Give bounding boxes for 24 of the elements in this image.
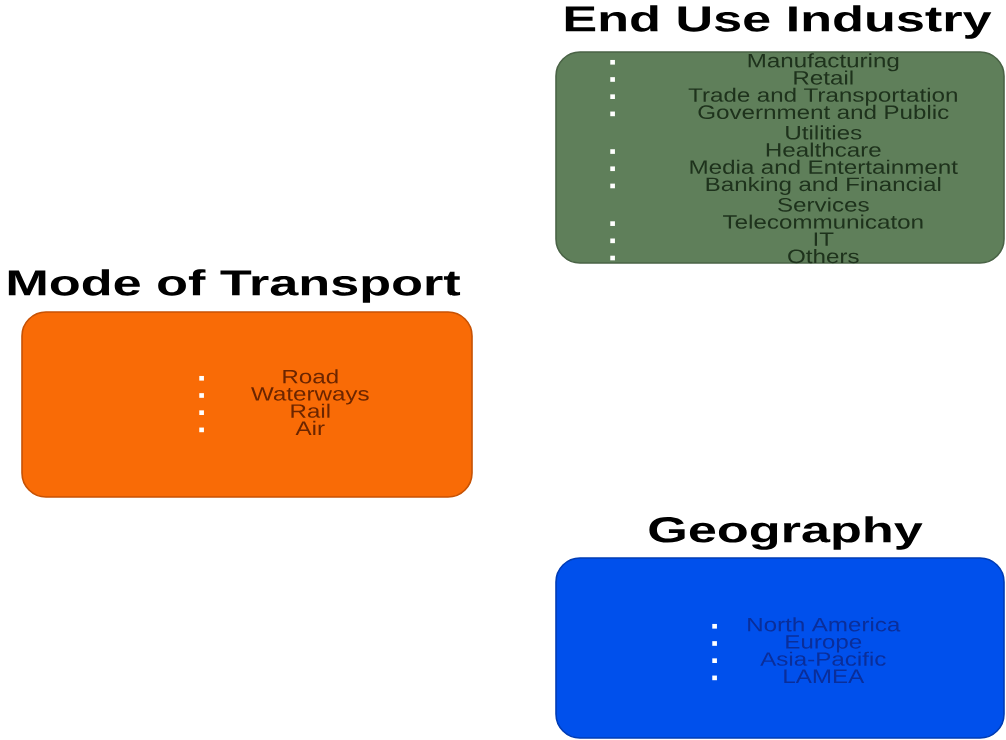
- node-label: North America: [748, 617, 901, 632]
- node-label: LAMEA: [784, 669, 865, 683]
- node-label: Europe: [786, 635, 862, 653]
- node-label: Road: [283, 369, 338, 384]
- node-label: Asia-Pacific: [760, 651, 886, 666]
- heading: End Use Industry: [565, 5, 992, 39]
- node-label: Rail: [291, 403, 330, 418]
- node-label: Retail: [794, 70, 853, 85]
- heading: Geography: [649, 516, 923, 550]
- node-label: Telecommunicaton: [723, 214, 923, 229]
- node-label: Government and Public Utilities: [698, 104, 949, 140]
- heading: Mode of Transport: [8, 269, 461, 303]
- node-label: Banking and Financial Services: [706, 176, 941, 212]
- category-box: North America Europe Asia-Pacific LAMEA: [555, 557, 1005, 739]
- category-box: Road Waterways Rail Air: [21, 311, 473, 498]
- node-label: IT: [814, 232, 834, 246]
- node-label: Manufacturing: [748, 53, 899, 72]
- node-label: Media and Entertainment: [690, 159, 958, 174]
- node-label: Air: [295, 420, 325, 435]
- node-label: Waterways: [251, 387, 369, 405]
- node-label: Healthcare: [766, 142, 881, 157]
- node-label: Trade and Transportation: [688, 87, 957, 106]
- node-label: Others: [788, 249, 859, 264]
- category-box: Manufacturing Retail Trade and Transportation Government and Public Utilities Healthcare Media and Entertainment Banking and Financial Services Telecommunicaton IT Others: [555, 51, 1005, 264]
